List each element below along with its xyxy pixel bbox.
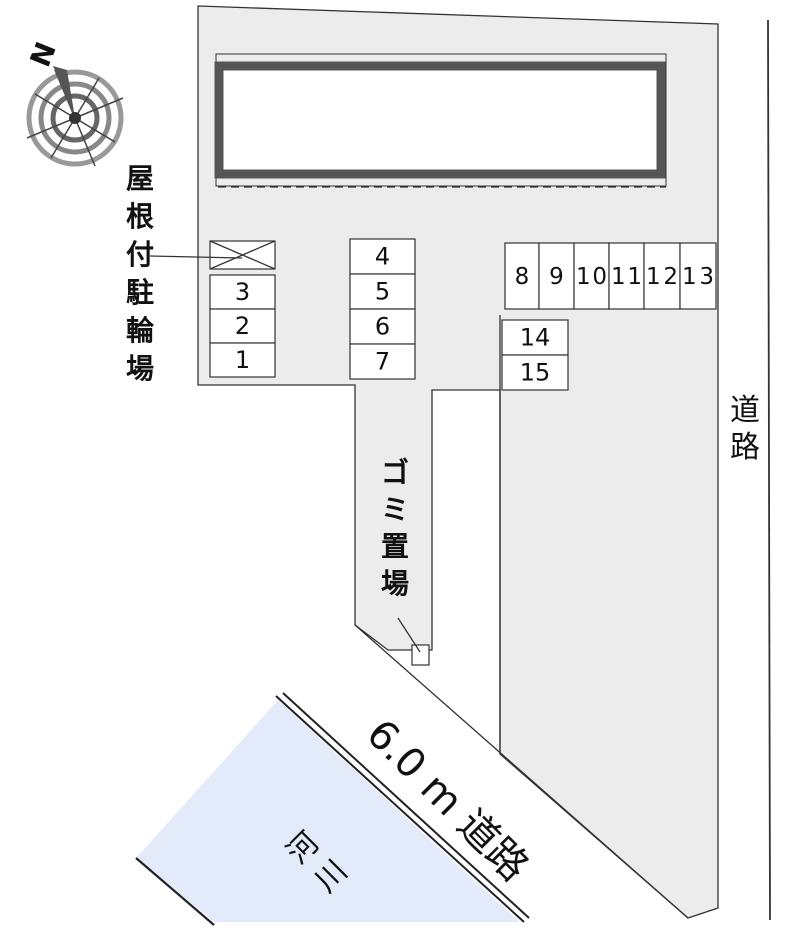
parking-space-label: 11 (611, 264, 642, 290)
parking-space-1 (209, 342, 276, 378)
parking-space-15 (501, 354, 569, 391)
river-area (136, 700, 520, 922)
garbage-leader (397, 617, 421, 653)
compass-outer-ring (26, 69, 124, 167)
lbl-garbage-char: 場 (381, 567, 409, 600)
parking-space-8 (504, 242, 540, 310)
road-bottom-edge-upper (354, 624, 689, 919)
lbl-bike-char: 場 (126, 352, 154, 385)
parking-space-label: 5 (375, 278, 390, 306)
parking-space-label: 3 (235, 278, 250, 306)
garbage-box (411, 644, 430, 666)
parking-space-12 (643, 242, 681, 310)
parking-space-11 (608, 242, 645, 310)
lbl-garbage-char: 置 (381, 530, 409, 563)
compass-north-label: N (24, 37, 63, 71)
road-right-label: 道路 (730, 393, 760, 465)
parking-space-label: 7 (375, 348, 390, 376)
parking-space-4 (349, 238, 416, 275)
parking-space-label: 10 (576, 264, 607, 290)
parking-space-label: 4 (375, 243, 390, 271)
lbl-road-right-char: 道 (730, 393, 760, 428)
parking-space-5 (349, 273, 416, 310)
road-right-edge (767, 19, 771, 921)
lbl-garbage-char: ミ (381, 493, 409, 526)
lbl-road-right-char: 路 (730, 430, 760, 465)
compass-inner-ring (50, 93, 100, 143)
lbl-bike-char: 屋 (126, 162, 154, 195)
lbl-bike-char: 根 (126, 200, 154, 233)
parking-space-label: 6 (375, 313, 390, 341)
compass-middle-ring (38, 81, 112, 155)
compass (26, 66, 124, 167)
compass-north-arrow (53, 66, 75, 118)
parking-space-label: 2 (235, 312, 250, 340)
lbl-bike-char: 付 (126, 238, 154, 271)
parking-space-6 (349, 308, 416, 345)
building (214, 61, 666, 179)
lot-area (197, 5, 719, 919)
lbl-garbage-char: ゴ (381, 456, 409, 489)
bike-parking-cross-2 (209, 240, 276, 270)
parking-space-label: 15 (520, 359, 551, 387)
parking-space-7 (349, 343, 416, 380)
parking-space-14 (501, 319, 569, 356)
parking-space-2 (209, 308, 276, 344)
bike-parking-leader (149, 255, 243, 259)
river-bank-lower (135, 857, 215, 926)
river-bank-upper (275, 695, 525, 923)
compass-center (69, 112, 81, 124)
parking-space-10 (573, 242, 610, 310)
parking-space-13 (679, 242, 717, 310)
lbl-bike-char: 駐 (126, 276, 154, 309)
parking-space-label: 8 (515, 264, 530, 290)
lbl-bike-char: 輪 (126, 314, 155, 347)
parking-space-label: 1 (235, 346, 250, 374)
parking-space-label: 9 (549, 264, 564, 290)
river-bank-upper-2 (282, 692, 530, 919)
parking-space-label: 14 (520, 324, 551, 352)
